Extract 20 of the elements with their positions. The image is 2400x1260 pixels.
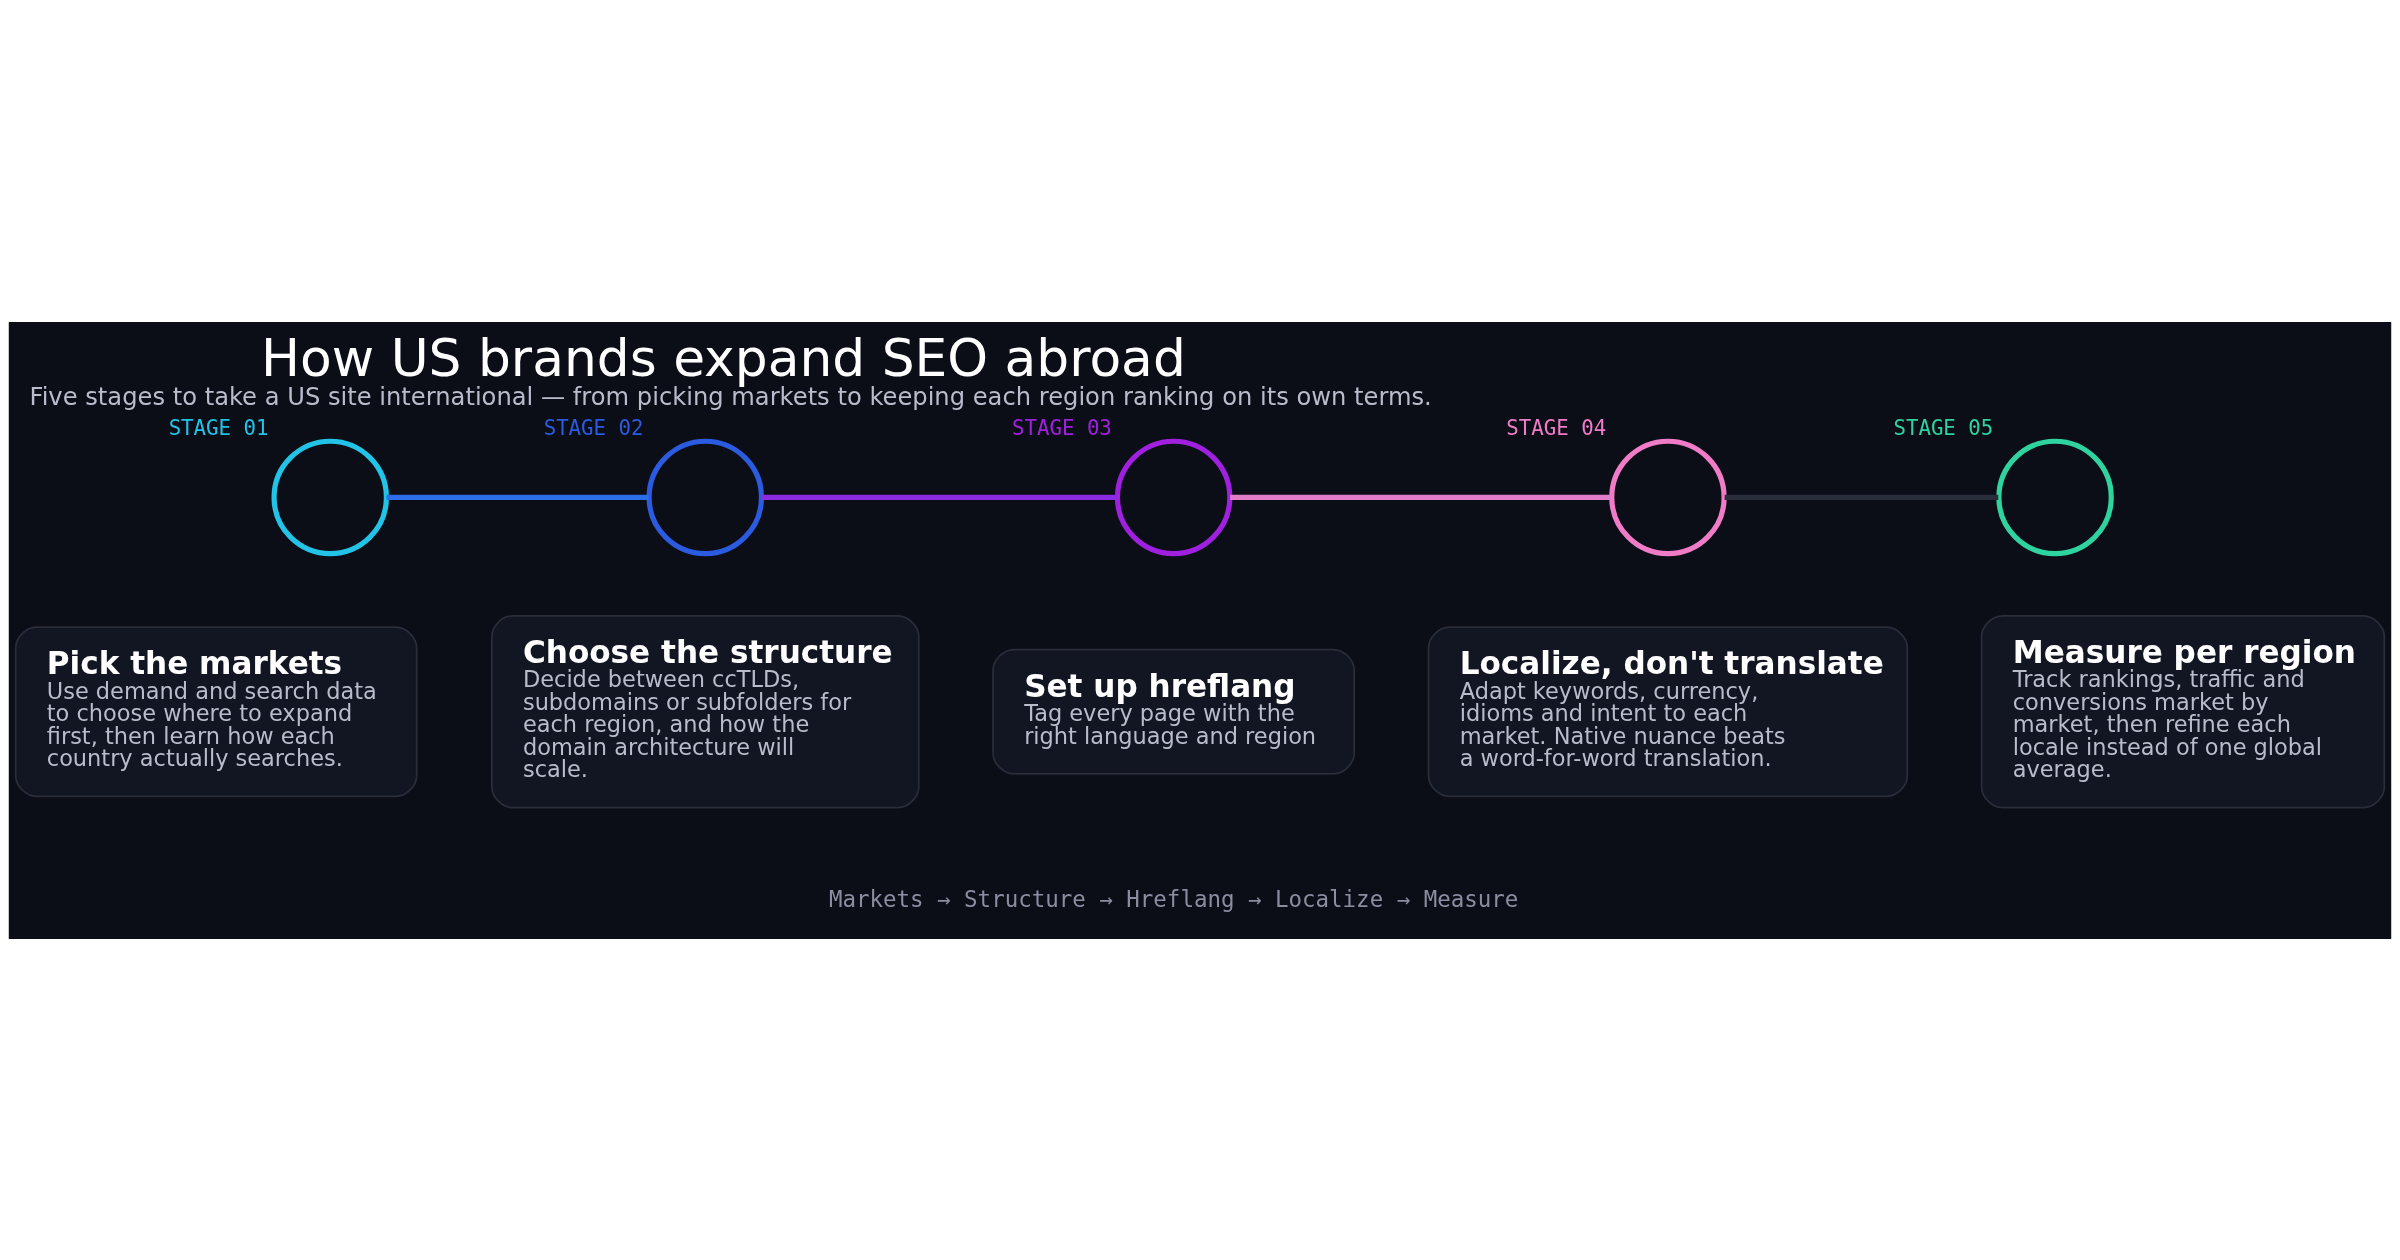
node-box: Set up hreflang Tag every page with the right language and region [992,648,1356,775]
node-box: Choose the structure Decide between ccTLDs, subdomains or subfolders for each region, and how the domain architecture will scale. [490,614,920,808]
node-circle [1609,438,1727,556]
node-label: STAGE 04 [1506,415,1607,440]
node-label: STAGE 05 [1893,415,1994,440]
node-circle [646,438,765,556]
node-box: Pick the markets Use demand and search data to choose where to expand first, then learn how each country actually searches. [14,625,418,797]
connector [1230,494,1612,500]
node-circle [1114,438,1233,556]
label: Markets → Structure → Hreflang → Localize → Measure [828,885,1519,912]
connector [761,494,1118,500]
node-label: STAGE 01 [168,415,269,440]
connector [386,494,649,500]
node-label: STAGE 03 [1012,415,1112,440]
node-circle [1996,438,2114,556]
node-label: STAGE 02 [543,415,644,440]
node-box: Measure per region Track rankings, traffic and conversions market by market, then refine each locale instead of one global average. [1980,614,2386,808]
node-circle [271,438,389,556]
node-box: Localize, don't translate Adapt keywords, currency, idioms and intent to each market. Native nuance beats a word-for-word translation. [1427,625,1909,797]
connector [1724,494,1999,500]
